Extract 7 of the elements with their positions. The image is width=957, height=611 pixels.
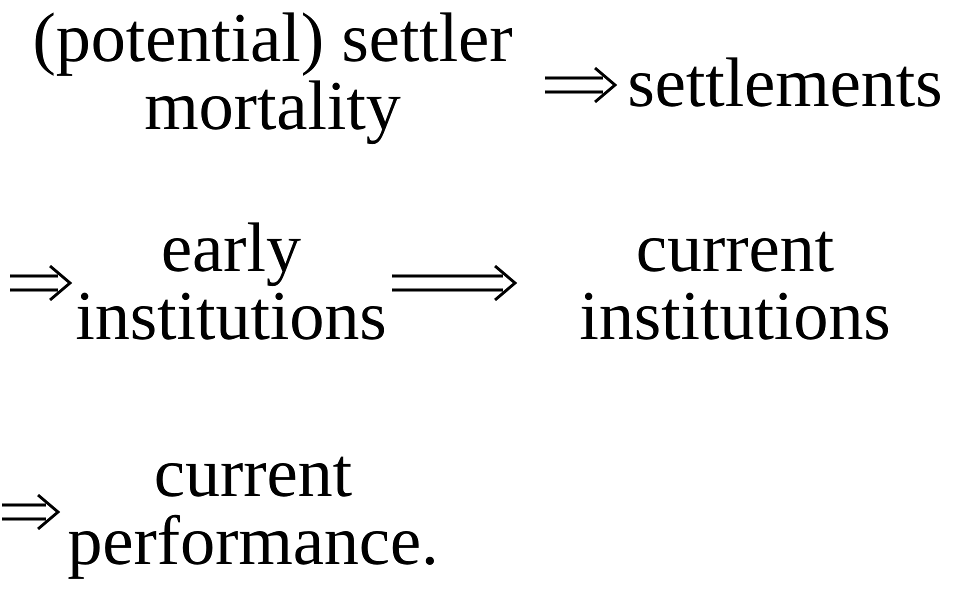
concept-text: current institutions <box>515 215 955 351</box>
concept-text: early institutions <box>70 215 392 351</box>
concept-text: settlements <box>615 50 955 118</box>
double-arrow <box>8 264 72 302</box>
double-arrow <box>544 66 618 104</box>
double-arrow <box>390 264 518 302</box>
double-arrow <box>0 494 60 530</box>
